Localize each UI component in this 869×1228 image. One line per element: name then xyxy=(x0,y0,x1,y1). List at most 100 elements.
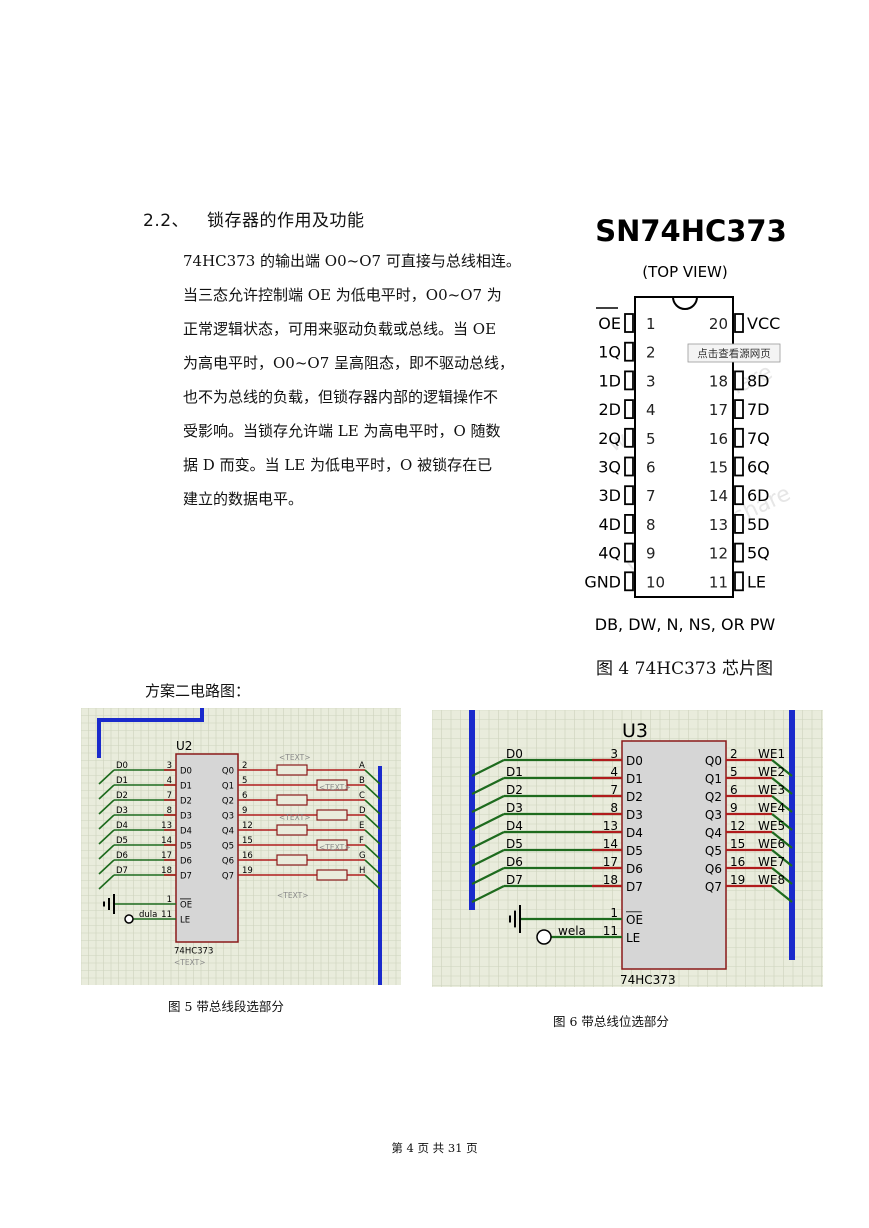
resistor xyxy=(276,824,308,836)
pin-number-right: 13 xyxy=(709,516,728,534)
pin-name-right: 6Q xyxy=(747,458,770,477)
net-label: WE2 xyxy=(758,765,785,779)
net-label: D2 xyxy=(506,783,523,797)
pin-number-left: 3 xyxy=(646,372,656,390)
pin-number: 4 xyxy=(167,776,172,786)
pin-number: 5 xyxy=(730,765,738,779)
pin-label-d: D7 xyxy=(180,871,192,881)
pin-name-left: 2D xyxy=(599,400,622,419)
pin-name-right: 5Q xyxy=(747,544,770,563)
pin-name-right: LE xyxy=(747,572,766,591)
pin-number: 17 xyxy=(603,855,618,869)
net-label: WE6 xyxy=(758,837,785,851)
pin-label-d: D6 xyxy=(626,862,643,876)
bus-entry xyxy=(471,777,505,795)
net-label: D6 xyxy=(506,855,523,869)
pin-right xyxy=(734,456,744,477)
pin-label-q: Q5 xyxy=(222,841,234,851)
net-label: D5 xyxy=(116,836,128,846)
section-title: 锁存器的作用及功能 xyxy=(207,211,365,231)
pin-left xyxy=(624,370,634,391)
pin-label-d: D5 xyxy=(180,841,192,851)
pin-number: 19 xyxy=(242,866,253,876)
paragraph-line: 74HC373 的输出端 O0~O7 可直接与总线相连。 xyxy=(183,252,521,270)
page-footer: 第 4 页 共 31 页 xyxy=(391,1141,478,1155)
net-label: B xyxy=(359,776,365,786)
section-heading: 2.2、锁存器的作用及功能 xyxy=(143,206,365,231)
pin-label-q: Q7 xyxy=(222,871,234,881)
paragraph-line: 据 D 而变。当 LE 为低电平时，O 被锁存在已 xyxy=(183,456,493,474)
text-tag: <TEXT> xyxy=(319,783,350,792)
text-tag: <TEXT> xyxy=(319,843,350,852)
pin-number: 16 xyxy=(242,851,253,861)
resistor xyxy=(316,839,348,851)
pin-name-right: 7D xyxy=(747,400,770,419)
bus-entry xyxy=(98,874,115,890)
net-label: D2 xyxy=(116,791,128,801)
bus-entry xyxy=(98,859,115,875)
pin-number-left: 7 xyxy=(646,487,656,505)
net-label: WE3 xyxy=(758,783,785,797)
bus-entry xyxy=(364,784,381,800)
bus-entry xyxy=(98,844,115,860)
pin-number: 7 xyxy=(167,791,172,801)
net-label: A xyxy=(359,761,365,771)
resistor xyxy=(316,869,348,881)
net-label: C xyxy=(359,791,365,801)
pin-number-left: 8 xyxy=(646,516,656,534)
pin-number-left: 1 xyxy=(646,315,656,333)
pin-number: 6 xyxy=(242,791,247,801)
pin-label-q: Q3 xyxy=(705,808,722,822)
paragraph-line: 受影响。当锁存允许端 LE 为高电平时，O 随数 xyxy=(183,422,501,440)
net-label: D7 xyxy=(506,873,523,887)
pin-label-d: D0 xyxy=(626,754,643,768)
pin-number: 11 xyxy=(161,910,172,920)
bus-entry xyxy=(771,795,793,813)
pin-label-d: D2 xyxy=(180,796,192,806)
bus-entry xyxy=(771,849,793,867)
pin-name-left: OE xyxy=(598,314,621,333)
pin-label-q: Q6 xyxy=(222,856,234,866)
pin-label-d: D7 xyxy=(626,880,643,894)
pin-label-q: Q0 xyxy=(705,754,722,768)
bus-entry xyxy=(471,867,505,885)
resistor xyxy=(316,809,348,821)
pin-right xyxy=(734,370,744,391)
pin-number-left: 10 xyxy=(646,573,665,591)
pin-label-d: D3 xyxy=(180,811,192,821)
bus-entry xyxy=(771,885,793,903)
pin-number: 17 xyxy=(161,851,172,861)
pin-label-d: D1 xyxy=(626,772,643,786)
pin-number: 9 xyxy=(730,801,738,815)
pin-number-right: 14 xyxy=(709,487,728,505)
pin-number: 18 xyxy=(603,873,618,887)
pin-name-left: 4Q xyxy=(598,544,621,563)
chip-body xyxy=(175,753,239,943)
chip-body xyxy=(621,740,727,970)
pin-right xyxy=(734,571,744,592)
pin-number: 9 xyxy=(242,806,247,816)
terminal-icon xyxy=(536,929,552,945)
net-label: D7 xyxy=(116,866,128,876)
bus-entry xyxy=(98,829,115,845)
text-tag: <TEXT> xyxy=(174,958,205,967)
pin-left xyxy=(624,571,634,592)
chip-ref: U2 xyxy=(176,739,192,753)
pin-label-q: Q2 xyxy=(222,796,234,806)
pin-number: 11 xyxy=(603,924,618,938)
pin-number-right: 16 xyxy=(709,430,728,448)
pin-label-d: D3 xyxy=(626,808,643,822)
pin-number: 18 xyxy=(161,866,172,876)
pin-label-q: Q1 xyxy=(705,772,722,786)
bus-entry xyxy=(471,849,505,867)
net-label: D5 xyxy=(506,837,523,851)
bus-entry xyxy=(98,784,115,800)
bus-entry xyxy=(771,759,793,777)
net-label: WE5 xyxy=(758,819,785,833)
net-label: dula xyxy=(139,910,157,920)
resistor xyxy=(276,794,308,806)
bus-entry xyxy=(364,874,381,890)
bus-entry xyxy=(364,829,381,845)
pin-number-right: 20 xyxy=(709,315,728,333)
